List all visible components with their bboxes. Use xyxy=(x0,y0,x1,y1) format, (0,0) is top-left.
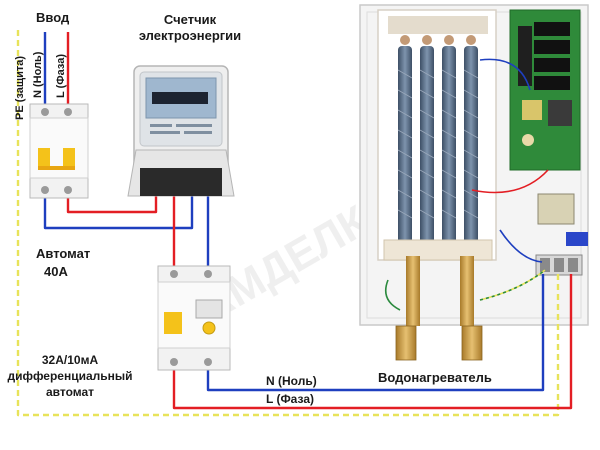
breaker-label-line1: Автомат xyxy=(36,246,90,261)
neutral-output-wire xyxy=(206,274,545,392)
hot-water-pipe xyxy=(460,256,474,326)
heating-element-2 xyxy=(420,46,434,246)
relay-block xyxy=(518,26,532,86)
meter-counter xyxy=(152,92,208,104)
heating-element-4 xyxy=(464,46,478,246)
heating-element-1 xyxy=(398,46,412,246)
neutral-to-meter-wire xyxy=(43,196,194,230)
neutral-output-label: N (Ноль) xyxy=(266,374,317,388)
rcbo-test-button[interactable] xyxy=(202,321,216,335)
heating-element-3 xyxy=(442,46,456,246)
phase-breaker-to-meter-wire xyxy=(66,196,158,214)
breaker-label-line2: 40А xyxy=(44,264,68,279)
rcbo-32a-10ma xyxy=(157,265,231,371)
rcbo-label-line3: автомат xyxy=(46,385,94,399)
rcbo-label-line2: дифференциальный xyxy=(7,369,132,383)
phase-output-wire xyxy=(172,274,573,410)
rcbo-toggle[interactable] xyxy=(164,312,182,334)
meter-title-line2: электроэнергии xyxy=(139,28,241,43)
neutral-input-label: N (Ноль) xyxy=(32,51,44,98)
meter-title-line1: Счетчик xyxy=(164,12,217,27)
heating-chamber xyxy=(377,9,497,261)
wires xyxy=(16,30,573,417)
pe-wire xyxy=(16,30,560,417)
cold-water-pipe xyxy=(406,256,420,326)
breaker-toggle[interactable] xyxy=(38,148,50,166)
fuse-holder xyxy=(566,232,588,246)
pe-label: PE (защита) xyxy=(14,56,26,120)
circuit-breaker-40a xyxy=(29,103,89,199)
rcbo-label-line1: 32А/10мА xyxy=(42,353,99,367)
transformer xyxy=(537,193,575,225)
phase-output-label: L (Фаза) xyxy=(266,392,314,406)
water-heater xyxy=(359,4,589,361)
input-label: Ввод xyxy=(36,10,70,25)
phase-input-label: L (Фаза) xyxy=(55,54,67,98)
heater-label: Водонагреватель xyxy=(378,370,492,385)
electricity-meter xyxy=(127,65,235,197)
